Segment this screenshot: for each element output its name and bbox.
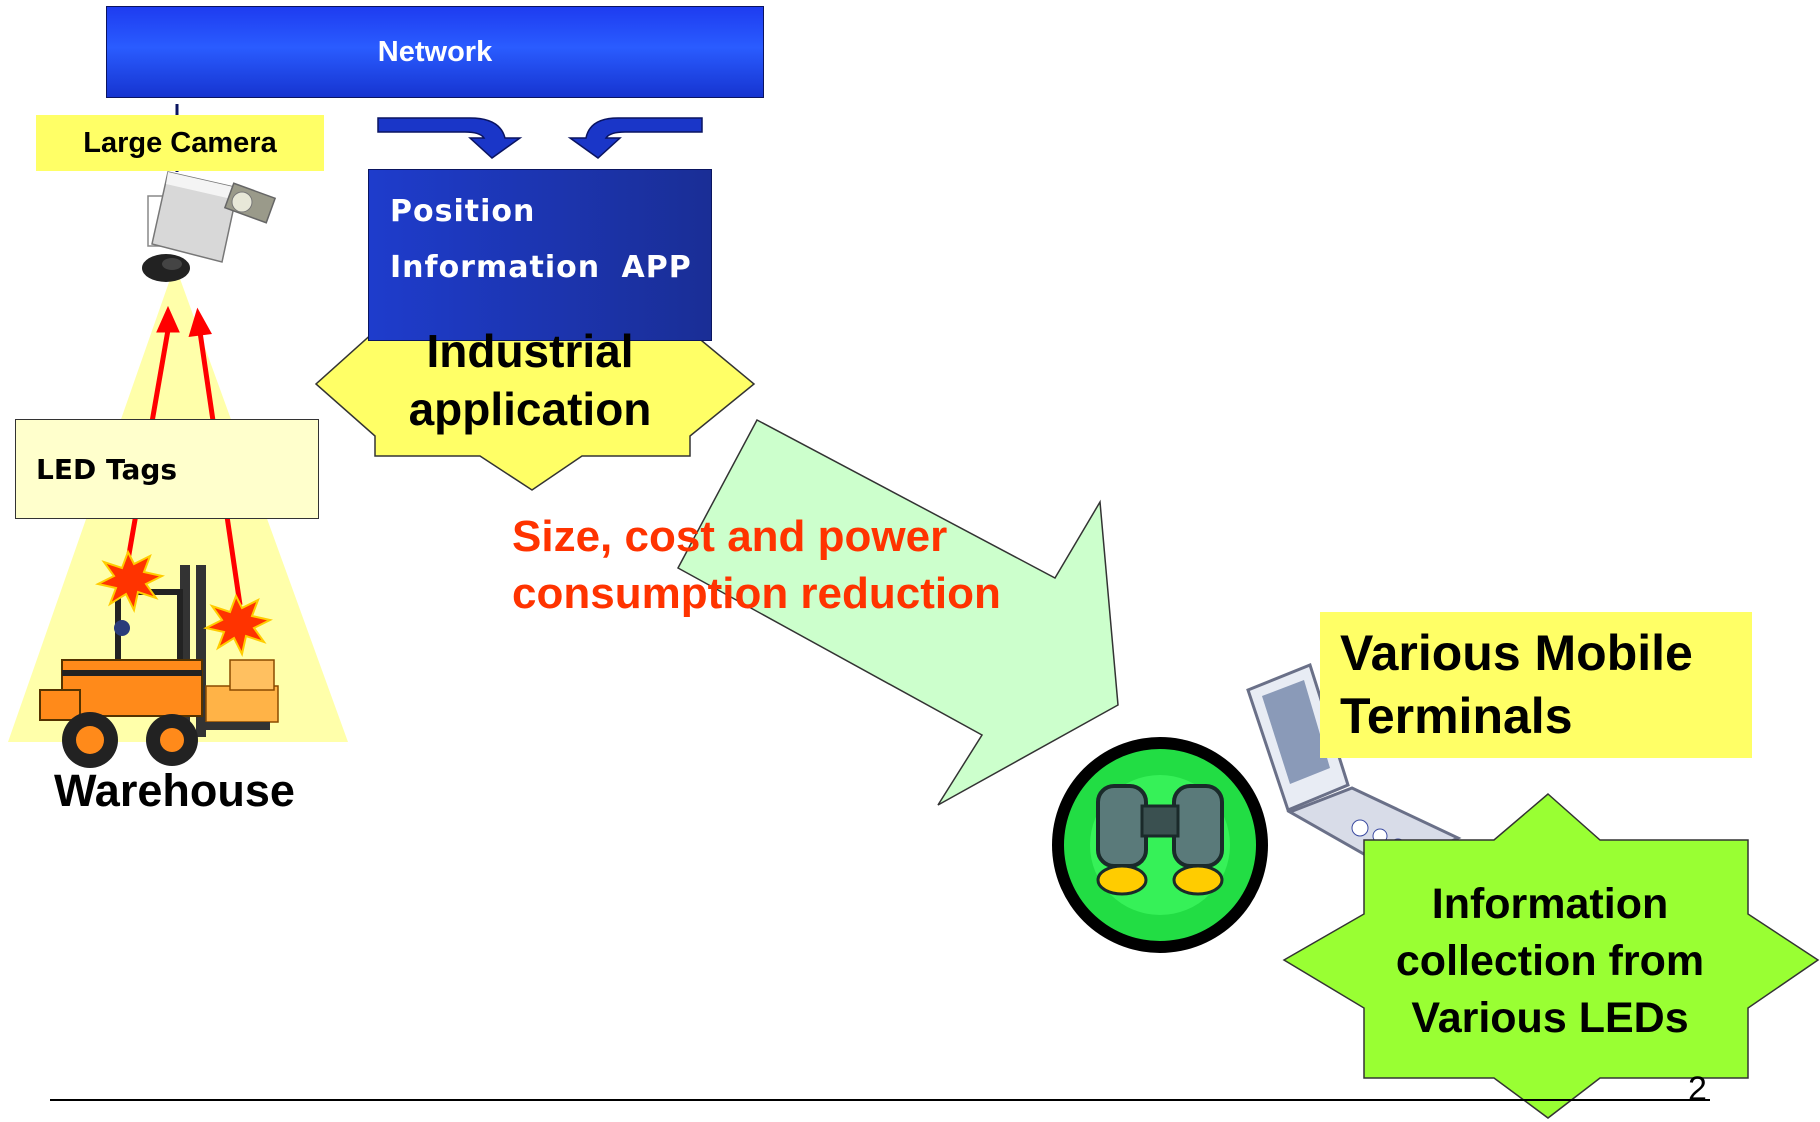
mobile-terminals-label-bg bbox=[1320, 612, 1752, 758]
info-line1: Information bbox=[1431, 880, 1669, 928]
led-burst-icon bbox=[203, 593, 273, 657]
reduction-text: Size, cost and power consumption reducti… bbox=[512, 508, 1001, 622]
mobile-line2: Terminals bbox=[1340, 688, 1573, 744]
large-camera-label: Large Camera bbox=[36, 115, 324, 171]
page-number: 2 bbox=[1688, 1070, 1707, 1108]
app-title-line1: Position bbox=[390, 194, 536, 229]
reduction-line1: Size, cost and power bbox=[512, 512, 948, 561]
information-collection-burst bbox=[1282, 793, 1820, 1119]
industrial-line1: Industrial bbox=[426, 325, 634, 377]
app-title-line2: Information APP bbox=[390, 250, 692, 285]
forklift-icon bbox=[39, 565, 279, 768]
network-label: Network bbox=[377, 35, 493, 68]
large-camera-text: Large Camera bbox=[83, 126, 277, 159]
mobile-terminals-text: Various Mobile Terminals bbox=[1340, 622, 1693, 748]
reduction-arrow bbox=[676, 418, 1119, 806]
reduction-line2: consumption reduction bbox=[512, 569, 1001, 618]
led-tags-label: LED Tags bbox=[36, 452, 178, 486]
information-collection-text: Information collection from Various LEDs bbox=[1360, 876, 1740, 1047]
led-tags-box: LED Tags bbox=[15, 419, 319, 519]
warehouse-label: Warehouse bbox=[54, 765, 295, 816]
industrial-application-text: Industrial application bbox=[350, 322, 710, 438]
security-camera-icon bbox=[142, 171, 277, 282]
binoculars-icon bbox=[1052, 737, 1268, 953]
network-box: Network bbox=[106, 6, 764, 98]
mobile-line1: Various Mobile bbox=[1340, 625, 1693, 681]
position-information-app-box: Position Information APP bbox=[368, 169, 712, 341]
info-line2: collection from bbox=[1395, 937, 1705, 985]
curved-arrow-right-icon bbox=[567, 117, 703, 159]
curved-arrow-left-icon bbox=[377, 117, 523, 159]
info-line3: Various LEDs bbox=[1411, 994, 1689, 1042]
industrial-line2: application bbox=[408, 383, 652, 435]
led-burst-icon bbox=[95, 549, 165, 613]
